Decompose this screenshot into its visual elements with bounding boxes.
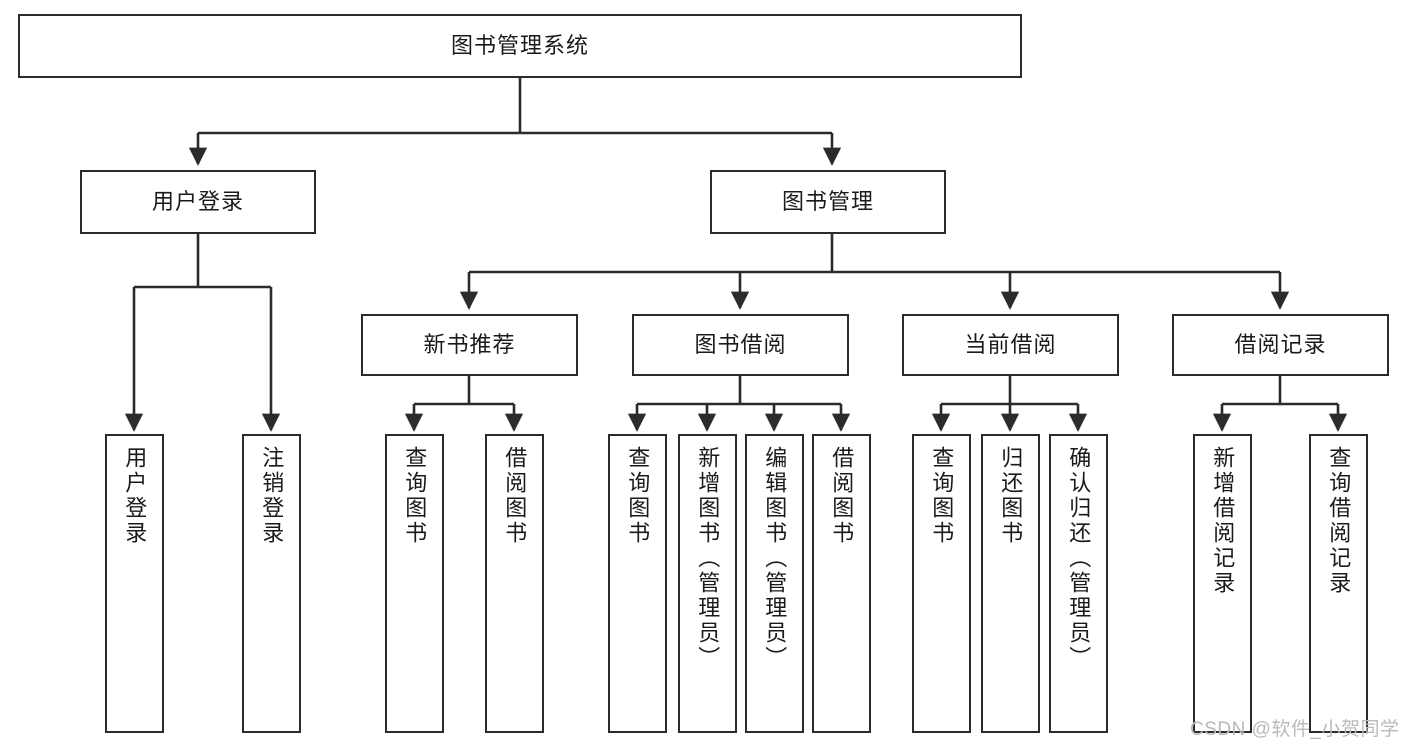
node-current-borrow-label: 当前借阅 [964,331,1057,357]
node-leaf-query-record-label: 查询借阅记录 [1326,446,1352,596]
node-book-borrow[interactable]: 图书借阅 [632,314,849,376]
node-leaf-logout-login-label: 注销登录 [259,446,285,546]
node-borrow-record-label: 借阅记录 [1234,331,1327,357]
node-leaf-confirm-return[interactable]: 确认归还（管理员） [1049,434,1108,733]
node-book-borrow-label: 图书借阅 [694,331,787,357]
node-leaf-borrow-book-2-label: 借阅图书 [829,446,855,546]
node-user-login-label: 用户登录 [151,188,244,214]
node-leaf-logout-login[interactable]: 注销登录 [242,434,301,733]
node-root-label: 图书管理系统 [450,32,589,58]
node-leaf-user-login-label: 用户登录 [122,446,148,546]
node-leaf-query-book-2-label: 查询图书 [625,446,651,546]
node-leaf-borrow-book-2[interactable]: 借阅图书 [812,434,871,733]
node-user-login[interactable]: 用户登录 [80,170,316,234]
node-leaf-query-book-1-label: 查询图书 [402,446,428,546]
node-leaf-borrow-book-1-label: 借阅图书 [502,446,528,546]
node-leaf-query-book-3[interactable]: 查询图书 [912,434,971,733]
node-leaf-return-book-label: 归还图书 [998,446,1024,546]
node-leaf-add-book[interactable]: 新增图书（管理员） [678,434,737,733]
node-leaf-query-record[interactable]: 查询借阅记录 [1309,434,1368,733]
node-leaf-borrow-book-1[interactable]: 借阅图书 [485,434,544,733]
node-leaf-edit-book-label: 编辑图书（管理员） [762,446,788,671]
node-borrow-record[interactable]: 借阅记录 [1172,314,1389,376]
node-leaf-add-record-label: 新增借阅记录 [1210,446,1236,596]
node-book-management[interactable]: 图书管理 [710,170,946,234]
node-leaf-query-book-3-label: 查询图书 [929,446,955,546]
node-new-book-recommend[interactable]: 新书推荐 [361,314,578,376]
node-book-management-label: 图书管理 [781,188,874,214]
node-leaf-return-book[interactable]: 归还图书 [981,434,1040,733]
node-leaf-query-book-1[interactable]: 查询图书 [385,434,444,733]
node-new-book-recommend-label: 新书推荐 [423,331,516,357]
node-leaf-user-login[interactable]: 用户登录 [105,434,164,733]
node-leaf-confirm-return-label: 确认归还（管理员） [1066,446,1092,671]
node-leaf-query-book-2[interactable]: 查询图书 [608,434,667,733]
node-leaf-add-record[interactable]: 新增借阅记录 [1193,434,1252,733]
node-root[interactable]: 图书管理系统 [18,14,1022,78]
node-current-borrow[interactable]: 当前借阅 [902,314,1119,376]
node-leaf-add-book-label: 新增图书（管理员） [695,446,721,671]
node-leaf-edit-book[interactable]: 编辑图书（管理员） [745,434,804,733]
